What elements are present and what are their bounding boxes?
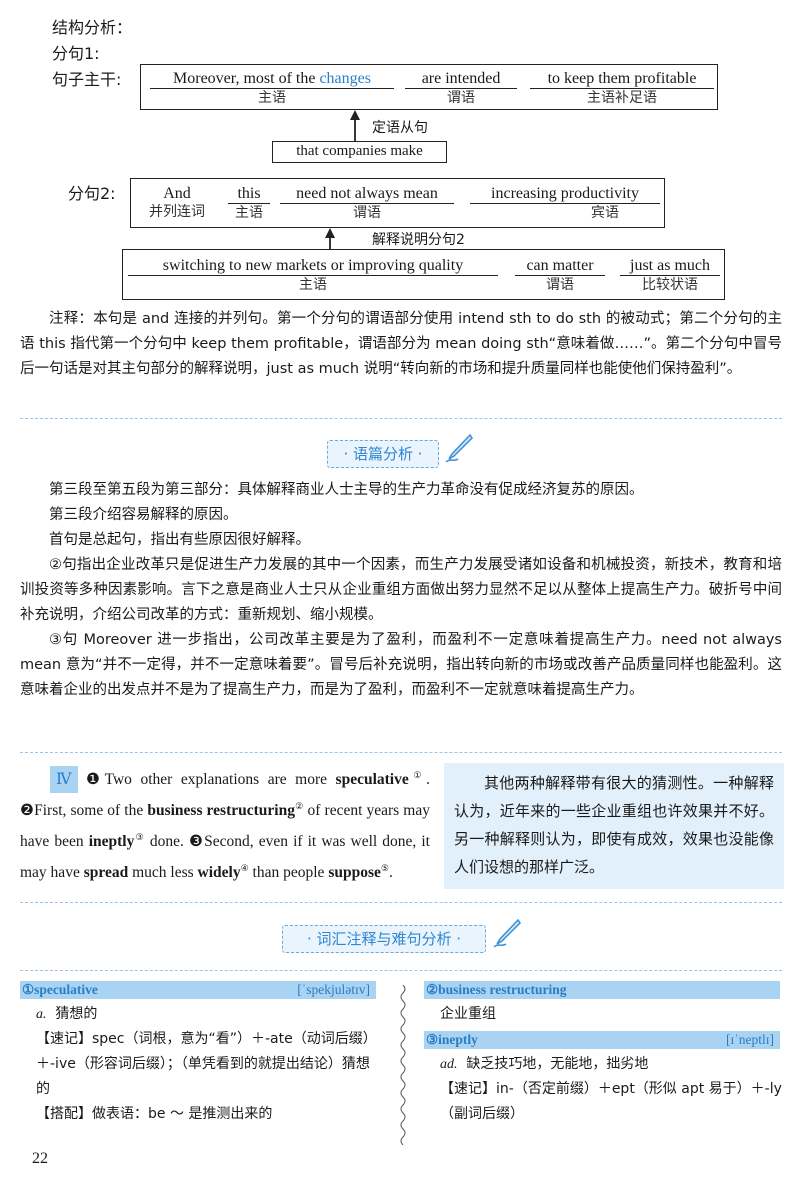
vocab-memo-speculative: 【速记】spec（词根，意为“看”）＋-ate（动词后缀）＋-ive（形容词后缀… xyxy=(36,1031,377,1097)
discourse-p5: ③句 Moreover 进一步指出，公司改革主要是为了盈利，而盈利不一定意味着提… xyxy=(20,632,782,698)
clause2-sub-box xyxy=(122,249,725,300)
divider xyxy=(20,752,782,753)
discourse-p2: 第三段介绍容易解释的原因。 xyxy=(49,507,238,523)
clause2-sub-label: 解释说明分句2 xyxy=(372,232,465,248)
vocab-head-speculative: ①speculative[ˈspekjulətɪv] xyxy=(20,981,376,999)
vocabulary-analysis-banner: · 词汇注释与难句分析 · xyxy=(282,925,486,953)
clause1-label: 分句1: xyxy=(52,44,100,63)
note-paragraph: 注释：本句是 and 连接的并列句。第一个分句的谓语部分使用 intend st… xyxy=(20,311,782,377)
up-arrow-icon xyxy=(325,228,335,250)
divider xyxy=(20,970,782,971)
clause1-sub-label: 定语从句 xyxy=(372,120,428,136)
vocab-head-ineptly: ③ineptly[ɪˈneptlɪ] xyxy=(424,1031,780,1049)
column-separator xyxy=(400,985,406,1145)
discourse-p3: 首句是总起句，指出有些原因很好解释。 xyxy=(49,532,310,548)
clause2-sub-seg-predicate: can matter 谓语 xyxy=(515,257,605,294)
discourse-section: 第三段至第五段为第三部分：具体解释商业人士主导的生产力革命没有促成经济复苏的原因… xyxy=(20,478,782,703)
up-arrow-icon xyxy=(350,110,360,142)
clause2-sub-seg-subject: switching to new markets or improving qu… xyxy=(128,257,498,294)
pen-icon xyxy=(445,433,473,463)
clause1-seg-complement: to keep them profitable 主语补足语 xyxy=(530,70,714,107)
discourse-p1: 第三段至第五段为第三部分：具体解释商业人士主导的生产力革命没有促成经济复苏的原因… xyxy=(49,482,644,498)
vocab-memo-ineptly: 【速记】in-（否定前缀）＋ept（形似 apt 易于）＋-ly（副词后缀） xyxy=(440,1081,782,1122)
clause2-seg-conj: And 并列连词 xyxy=(149,185,205,220)
highlight-word-changes: changes xyxy=(319,70,371,87)
clause1-main-label: 句子主干: xyxy=(52,70,122,89)
clause2-label: 分句2: xyxy=(68,184,116,203)
discourse-analysis-banner: · 语篇分析 · xyxy=(327,440,439,468)
clause1-main-box xyxy=(140,64,718,110)
divider xyxy=(20,418,782,419)
divider xyxy=(20,902,782,903)
translation-box: 其他两种解释带有很大的猜测性。一种解释认为，近年来的一些企业重组也许效果并不好。… xyxy=(444,763,784,889)
clause2-seg-object: increasing productivity 宾语 xyxy=(470,185,660,222)
discourse-p4: ②句指出企业改革只是促进生产力发展的其中一个因素，而生产力发展受诸如设备和机械投… xyxy=(20,557,782,623)
clause2-sub-seg-adverbial: just as much 比较状语 xyxy=(620,257,720,294)
vocab-meaning-speculative: a. 猜想的 xyxy=(36,1006,98,1022)
vocab-head-business-restructuring: ②business restructuring xyxy=(424,981,780,999)
vocab-collocation-speculative: 【搭配】做表语：be ～ 是推测出来的 xyxy=(36,1106,273,1122)
paragraph-number: Ⅳ xyxy=(50,766,78,794)
vocab-meaning-business-restructuring: 企业重组 xyxy=(440,1006,496,1022)
clause2-seg-subject: this 主语 xyxy=(228,185,270,222)
clause1-seg-subject: Moreover, most of the changes 主语 xyxy=(150,70,394,107)
clause2-seg-predicate: need not always mean 谓语 xyxy=(280,185,454,222)
pen-icon xyxy=(493,918,521,948)
clause2-main-box xyxy=(130,178,665,228)
vocab-meaning-ineptly: ad. 缺乏技巧地，无能地，拙劣地 xyxy=(440,1056,649,1072)
clause1-seg-predicate: are intended 谓语 xyxy=(405,70,517,107)
page-number: 22 xyxy=(32,1150,48,1167)
clause1-sub-box: that companies make xyxy=(272,141,447,163)
section-title: 结构分析： xyxy=(52,18,133,37)
passage-text: Ⅳ ❶Two other explanations are more specu… xyxy=(20,762,430,887)
